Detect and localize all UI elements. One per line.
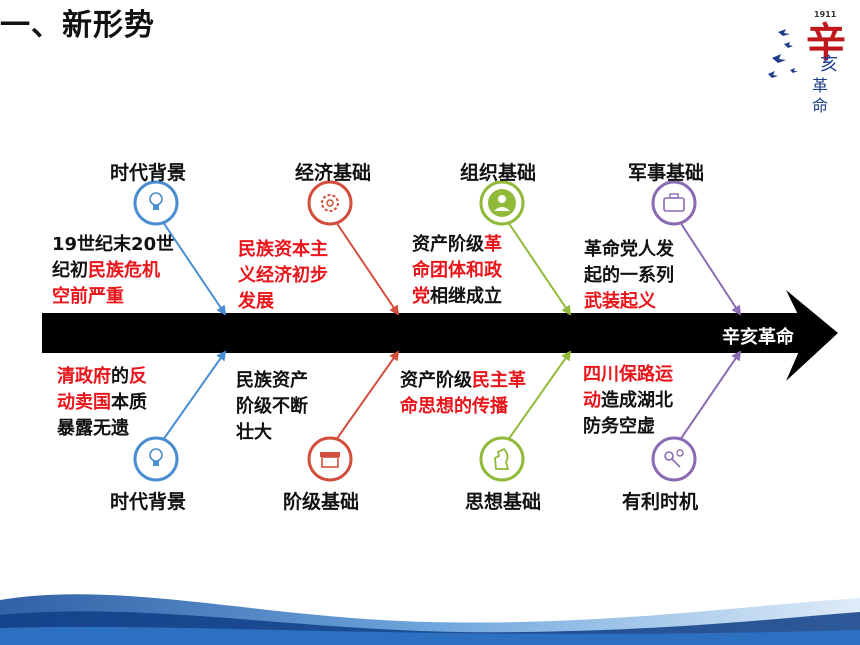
page-title: 一、新形势 (0, 8, 155, 43)
desc-top-1: 19世纪末20世 纪初民族危机 空前严重 (52, 232, 202, 310)
desc-bottom-1: 清政府的反 动卖国本质 暴露无遗 (57, 364, 187, 442)
logo-char-3: 革 (812, 76, 829, 95)
category-bottom-3: 思想基础 (465, 491, 542, 513)
desc-text: 革命党人发 (584, 239, 674, 260)
desc-text: 防务空虚 (583, 416, 655, 437)
desc-text-highlight: 动卖国 (57, 392, 111, 413)
desc-text: 纪初 (52, 260, 88, 281)
branch-line-bottom-4 (679, 350, 742, 441)
category-top-3: 组织基础 (460, 162, 537, 184)
desc-bottom-2: 民族资产 阶级不断 壮大 (236, 368, 346, 446)
logo-year: 1911 (814, 10, 837, 19)
branch-line-top-4 (679, 221, 742, 316)
desc-text: 本质 (111, 392, 147, 413)
desc-text-highlight: 民主革 (472, 370, 526, 391)
desc-text-highlight: 发展 (238, 291, 274, 312)
desc-text: 的 (111, 366, 129, 387)
person-icon (479, 180, 525, 226)
desc-bottom-4: 四川保路运 动造成湖北 防务空虚 (583, 362, 703, 440)
chess-knight-icon (479, 436, 525, 482)
logo-birds (768, 29, 798, 78)
desc-text-highlight: 命思想的传播 (400, 396, 508, 417)
desc-text-highlight: 武装起义 (584, 291, 656, 312)
category-bottom-2: 阶级基础 (283, 491, 360, 513)
category-bottom-4: 有利时机 (622, 491, 699, 513)
desc-text-highlight: 动 (583, 390, 601, 411)
desc-text: 相继成立 (430, 286, 502, 307)
desc-text-highlight: 反 (129, 366, 147, 387)
desc-text-highlight: 空前严重 (52, 286, 124, 307)
logo: 1911 辛 亥 革 命 (800, 6, 858, 116)
branch-line-bottom-1 (162, 350, 227, 441)
fishbone-spine (42, 290, 838, 381)
logo-char-4: 命 (812, 96, 829, 115)
desc-text-highlight: 四川保路运 (583, 364, 673, 385)
desc-text: 暴露无遗 (57, 418, 129, 439)
desc-text-highlight: 清政府 (57, 366, 111, 387)
spine-label: 辛亥革命 (722, 327, 794, 348)
category-top-2: 经济基础 (295, 162, 372, 184)
decorative-wave (0, 594, 860, 645)
desc-text: 起的一系列 (584, 265, 674, 286)
branch-line-top-3 (507, 221, 572, 316)
desc-text: 民族资产 (236, 370, 308, 391)
gear-icon (307, 180, 353, 226)
desc-text-highlight: 民族危机 (88, 260, 160, 281)
category-top-1: 时代背景 (110, 162, 187, 184)
desc-text: 阶级不断 (236, 396, 308, 417)
desc-text: 造成湖北 (601, 390, 673, 411)
branch-line-bottom-2 (335, 350, 400, 441)
keys-icon (651, 436, 697, 482)
desc-text: 19世纪末20世 (52, 234, 175, 255)
logo-char-2: 亥 (820, 54, 838, 75)
desc-top-3: 资产阶级革 命团体和政 党相继成立 (412, 232, 562, 310)
desc-text-highlight: 命团体和政 (412, 260, 502, 281)
spine-arrowhead (786, 290, 838, 381)
desc-top-2: 民族资本主 义经济初步 发展 (238, 237, 358, 315)
briefcase-icon (651, 180, 697, 226)
desc-text: 壮大 (236, 422, 272, 443)
desc-text: 资产阶级 (400, 370, 472, 391)
desc-text-highlight: 革 (484, 234, 502, 255)
desc-text-highlight: 党 (412, 286, 430, 307)
branch-line-top-2 (335, 221, 400, 316)
category-bottom-1: 时代背景 (110, 491, 187, 513)
branch-line-bottom-3 (507, 350, 572, 441)
branch-line-top-1 (162, 221, 227, 316)
category-top-4: 军事基础 (628, 162, 705, 184)
lightbulb-icon (133, 180, 179, 226)
logo-char-1: 辛 (806, 19, 846, 66)
desc-text-highlight: 义经济初步 (238, 265, 328, 286)
desc-top-4: 革命党人发 起的一系列 武装起义 (584, 237, 704, 315)
lightbulb-icon (133, 436, 179, 482)
shop-icon (307, 436, 353, 482)
desc-bottom-3: 资产阶级民主革 命思想的传播 (400, 368, 565, 420)
desc-text: 资产阶级 (412, 234, 484, 255)
desc-text-highlight: 民族资本主 (238, 239, 328, 260)
